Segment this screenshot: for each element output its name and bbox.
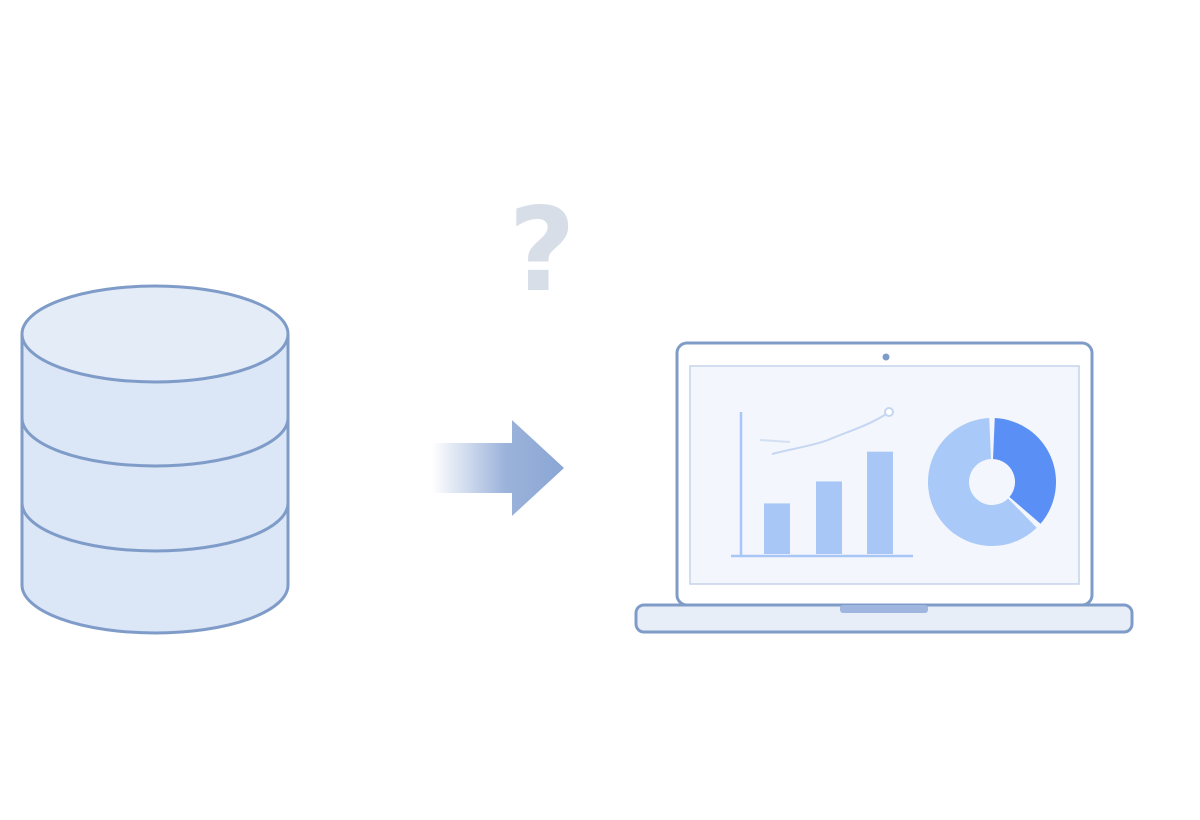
dashboard <box>731 407 1056 558</box>
trend-line-faint <box>759 439 791 443</box>
database-ring-2 <box>20 502 290 553</box>
donut-slice-light <box>928 418 1037 546</box>
database-top <box>20 284 290 384</box>
donut-chart <box>928 418 1056 546</box>
database-ring-1 <box>20 417 290 468</box>
donut-slice-dark <box>993 418 1056 524</box>
laptop-icon <box>634 341 1134 634</box>
database-body <box>20 334 290 635</box>
laptop-camera <box>882 353 890 361</box>
bar-2 <box>816 481 842 554</box>
trend-line <box>771 412 889 455</box>
question-mark-icon: ? <box>508 183 575 318</box>
database-icon <box>20 284 290 635</box>
bar-1 <box>764 503 790 554</box>
laptop-base-notch <box>840 605 928 613</box>
arrow-right-icon <box>432 420 564 516</box>
bar-3 <box>867 451 893 554</box>
trend-point <box>884 407 894 417</box>
